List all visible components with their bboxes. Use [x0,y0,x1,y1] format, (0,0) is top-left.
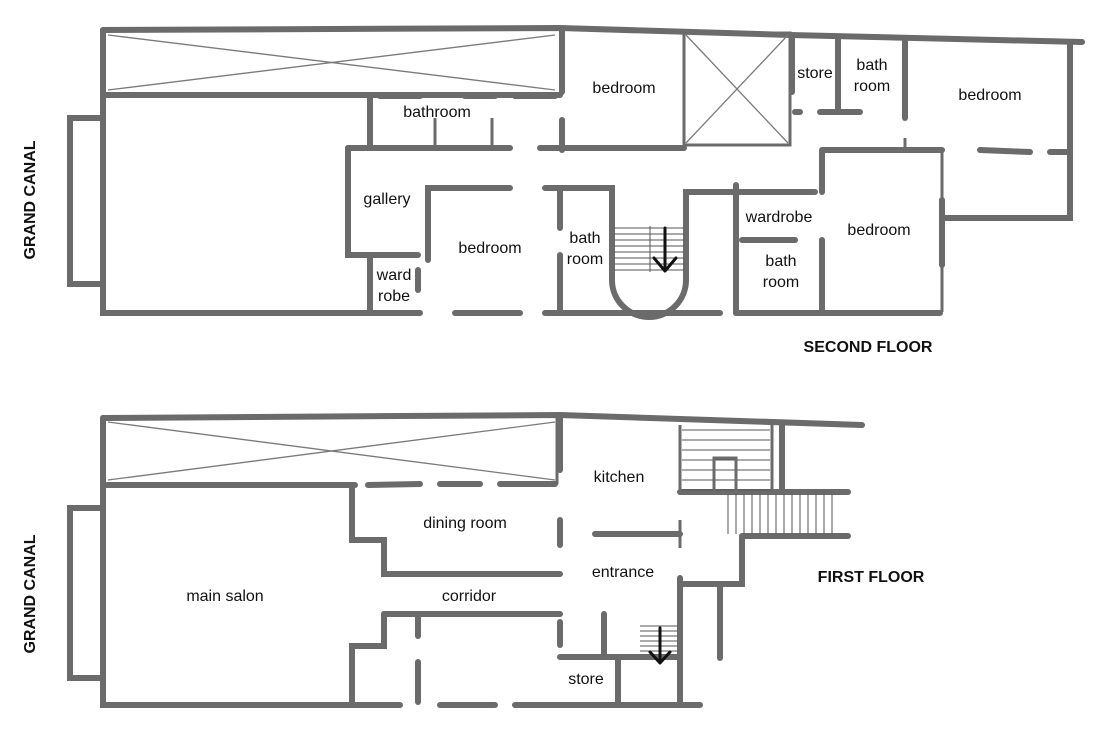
room-label-bath-room: room [567,251,603,268]
room-label-bath-room: bath [569,230,600,247]
room-label-store: store [568,671,604,688]
room-label-entrance: entrance [592,564,654,581]
room-label-store: store [797,65,833,82]
floor-title-first: FIRST FLOOR [818,569,925,586]
canal-label: GRAND CANAL [22,140,39,259]
room-label-bath-room: room [854,78,890,95]
room-label-bedroom: bedroom [458,240,521,257]
first-floor-courtyard-void [100,418,559,488]
room-label-wardrobe: wardrobe [745,209,813,226]
second-floor-plan: bedroom store bath room bedroom bathroom… [22,24,1085,356]
first-floor-staircases [640,429,833,665]
room-label-main-salon: main salon [186,588,263,605]
second-floor-labels: bedroom store bath room bedroom bathroom… [22,57,1022,356]
room-label-gallery: gallery [363,191,410,208]
room-label-bedroom: bedroom [847,222,910,239]
second-floor-lightwell-void [682,31,792,147]
canal-label: GRAND CANAL [22,534,39,653]
second-floor-interior-walls [345,27,1071,316]
first-floor-interior-walls [349,414,851,708]
room-label-bath-room: bath [856,57,887,74]
stair-down-arrow-icon [652,226,678,273]
room-label-corridor: corridor [442,588,497,605]
first-floor-plan: kitchen dining room entrance main salon … [22,411,925,708]
room-label-ward-robe: ward [376,267,412,284]
room-label-bath-room: bath [765,253,796,270]
room-label-kitchen: kitchen [594,469,645,486]
second-floor-courtyard-void [100,31,563,98]
first-floor-labels: kitchen dining room entrance main salon … [22,469,925,688]
room-label-dining-room: dining room [423,515,507,532]
room-label-bath-room: room [763,274,799,291]
room-label-ward-robe: robe [378,288,410,305]
room-label-bedroom: bedroom [958,87,1021,104]
second-floor-staircase [609,226,689,320]
room-label-bedroom: bedroom [592,80,655,97]
room-label-bathroom: bathroom [403,104,471,121]
floor-title-second: SECOND FLOOR [804,339,933,356]
second-floor-outer-walls [67,24,1085,316]
stair-down-arrow-icon [648,626,672,665]
